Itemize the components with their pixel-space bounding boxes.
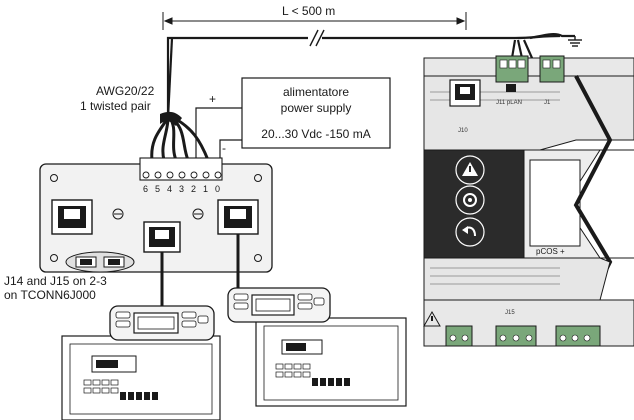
- jumper-j14: [75, 256, 97, 268]
- handheld-terminal-right: [227, 287, 331, 323]
- terminal-unit-right: [255, 317, 407, 407]
- power-supply-box: [241, 77, 391, 149]
- terminal-number: 2: [191, 184, 196, 194]
- cable-break-mark: [309, 29, 325, 47]
- twisted-pair-fanout: [150, 116, 210, 161]
- connector-j10-rj: [449, 79, 481, 107]
- polarity-plus-label: +: [209, 92, 216, 106]
- bottom-connector-j15: [495, 325, 537, 347]
- port-label-j15: J15: [505, 310, 515, 316]
- cable-length-label: L < 500 m: [282, 4, 335, 18]
- port-label-j10: J10: [458, 128, 468, 134]
- cable-spec-pair: 1 twisted pair: [80, 99, 151, 113]
- jumper-j15: [103, 256, 125, 268]
- power-supply-title-en: power supply: [281, 101, 352, 115]
- bottom-warning-icon: [423, 310, 441, 327]
- power-supply-leads: [195, 107, 242, 160]
- board-rj-socket-middle: [143, 221, 181, 253]
- bottom-connector-1: [445, 325, 473, 347]
- port-label-j11: J11 pLAN: [496, 100, 522, 106]
- cable-spec-awg: AWG20/22: [96, 84, 155, 98]
- handheld-terminal-left: [109, 305, 215, 341]
- main-cable: [166, 32, 575, 119]
- terminal-number: 5: [155, 184, 160, 194]
- bottom-connector-3: [555, 325, 601, 347]
- jumper-note-line1: J14 and J15 on 2-3: [4, 274, 107, 288]
- board-rj-socket-left: [51, 199, 93, 235]
- terminal-number: 3: [179, 184, 184, 194]
- ground-symbol: [568, 36, 582, 47]
- terminal-number: 1: [203, 184, 208, 194]
- port-label-j1: J1: [544, 100, 551, 106]
- board-trimmer: [112, 208, 204, 220]
- controller-brand: pCOS +: [536, 247, 565, 256]
- cable-sheath: [160, 111, 182, 126]
- jumper-note-line2: on TCONN6J000: [4, 288, 96, 302]
- board-screw-hole: [50, 174, 58, 182]
- terminal-unit-left: [61, 335, 221, 420]
- power-supply-title-it: alimentatore: [283, 85, 349, 99]
- polarity-minus-label: -: [222, 141, 226, 155]
- board-screw-hole: [50, 254, 58, 262]
- power-supply-rating: 20...30 Vdc -150 mA: [261, 127, 370, 141]
- warning-key: [455, 155, 485, 185]
- board-screw-hole: [254, 254, 262, 262]
- enter-key: [455, 185, 485, 215]
- terminal-number: 6: [143, 184, 148, 194]
- connector-j11-plan: [495, 55, 529, 92]
- terminal-cables: [160, 234, 240, 308]
- terminal-numbers: 6 5 4 3 2 1 0: [143, 184, 220, 194]
- cable-length-dimension: [162, 12, 467, 30]
- board-screw-hole: [254, 174, 262, 182]
- terminal-number: 0: [215, 184, 220, 194]
- terminal-screws: [142, 171, 222, 179]
- board-rj-socket-right: [217, 199, 259, 235]
- terminal-number: 4: [167, 184, 172, 194]
- esc-key: [455, 217, 485, 247]
- connector-j1: [539, 55, 565, 83]
